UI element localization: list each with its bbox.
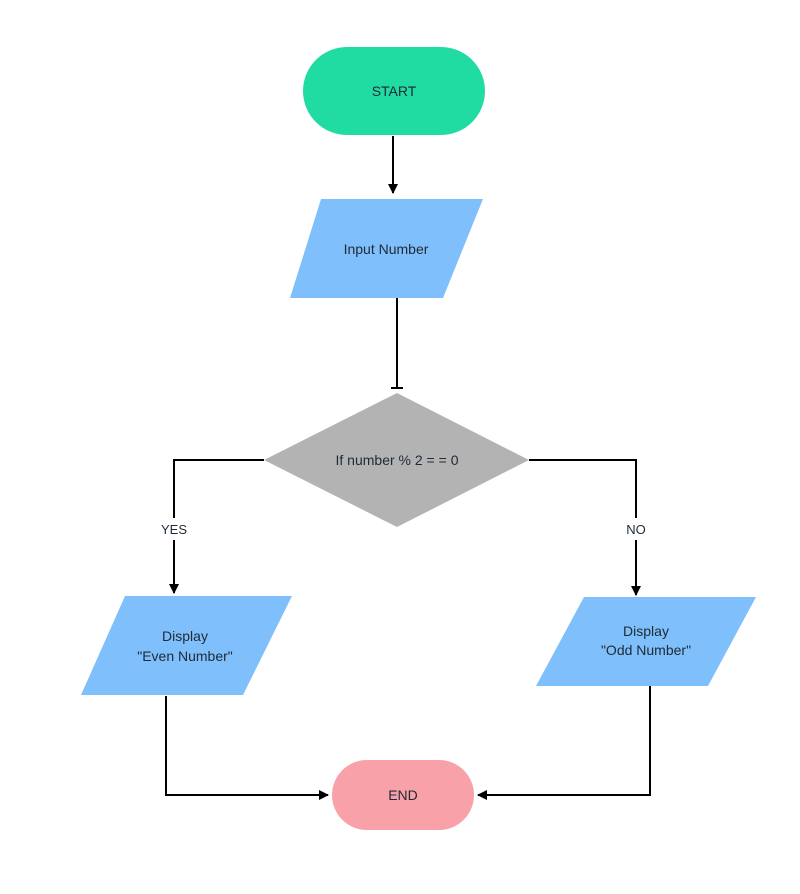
yes-label: YES	[161, 522, 187, 537]
yes-label-background	[152, 518, 196, 540]
display-even-line2: "Even Number"	[137, 648, 233, 664]
no-label: NO	[626, 522, 646, 537]
display-even-node: Display "Even Number"	[81, 596, 292, 695]
input-number-shape	[290, 199, 483, 298]
end-terminal-shape	[332, 760, 474, 830]
display-odd-shape	[536, 597, 756, 686]
input-number-node: Input Number	[290, 199, 483, 298]
start-label: START	[372, 83, 417, 99]
display-even-line1: Display	[162, 628, 208, 644]
connector-even-to-end	[165, 696, 329, 800]
decision-label: If number % 2 = = 0	[336, 452, 459, 468]
end-terminal: END	[332, 760, 474, 830]
start-terminal-shape	[303, 47, 485, 135]
end-label: END	[388, 787, 418, 803]
input-number-label: Input Number	[344, 241, 429, 257]
decision-shape	[264, 393, 529, 527]
connector-decision-to-even	[169, 459, 264, 594]
no-label-background	[618, 518, 654, 540]
connector-decision-to-odd	[529, 459, 641, 596]
decision-node: If number % 2 = = 0	[264, 393, 529, 527]
start-terminal: START	[303, 47, 485, 135]
display-odd-node: Display "Odd Number"	[536, 597, 756, 686]
display-odd-line2: "Odd Number"	[601, 642, 691, 658]
connector-odd-to-end	[477, 686, 651, 800]
display-odd-line1: Display	[623, 623, 669, 639]
display-even-shape	[81, 596, 292, 695]
